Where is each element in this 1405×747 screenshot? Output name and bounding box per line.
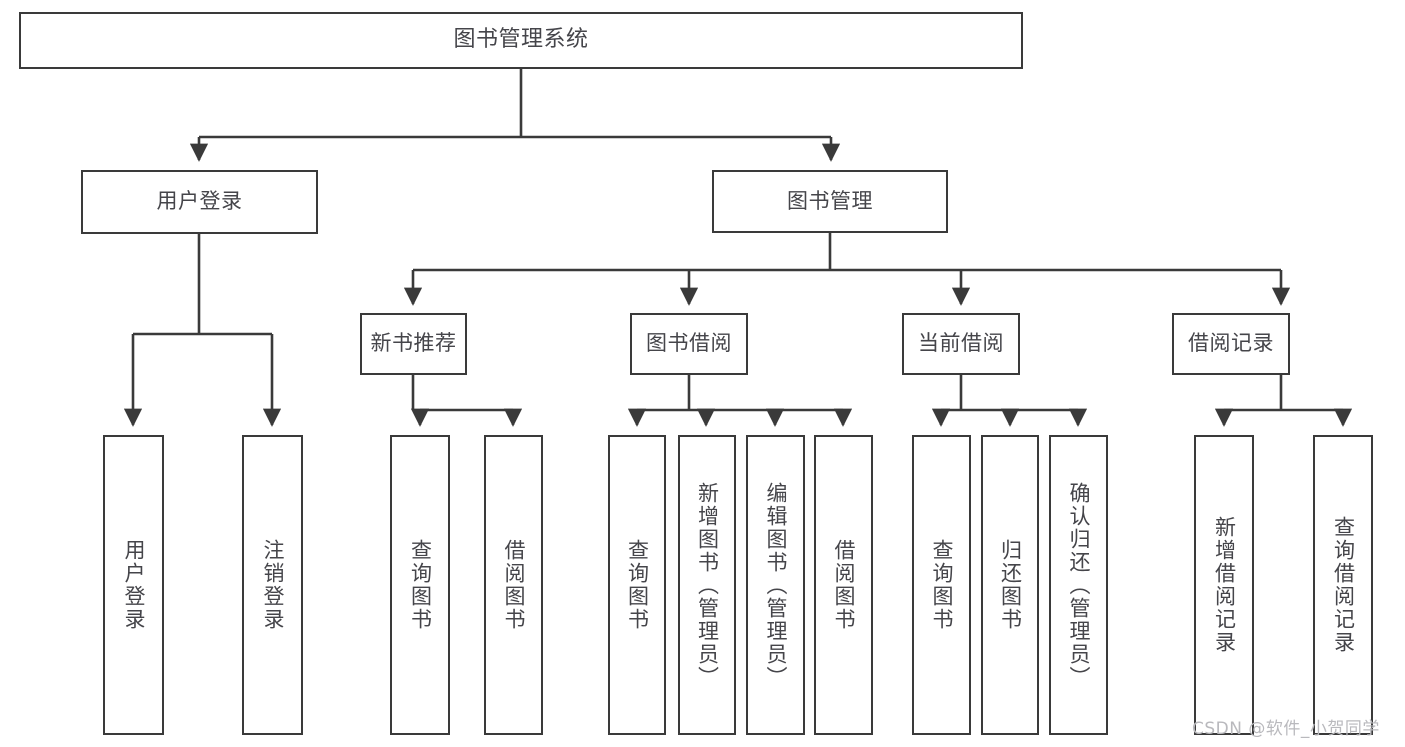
leaf-current-confirm-return[interactable]: 确认归还（管理员） <box>1049 435 1108 735</box>
leaf-borrow-query-book-label: 查询图书 <box>625 539 650 631</box>
node-book-manage[interactable]: 图书管理 <box>712 170 948 233</box>
leaf-borrow-edit-book[interactable]: 编辑图书（管理员） <box>746 435 805 735</box>
leaf-user-login[interactable]: 用户登录 <box>103 435 164 735</box>
csdn-watermark: CSDN @软件_小贺同学 <box>1192 719 1380 739</box>
leaf-current-query-book[interactable]: 查询图书 <box>912 435 971 735</box>
leaf-current-return-book-label: 归还图书 <box>998 539 1023 631</box>
leaf-user-login-label: 用户登录 <box>122 539 146 631</box>
node-user-login-label: 用户登录 <box>156 189 243 214</box>
node-book-manage-label: 图书管理 <box>787 188 873 213</box>
leaf-newbook-borrow-book[interactable]: 借阅图书 <box>484 435 543 735</box>
leaf-borrow-add-book-label: 新增图书（管理员） <box>695 481 720 689</box>
leaf-record-add-label: 新增借阅记录 <box>1212 516 1237 654</box>
leaf-current-return-book[interactable]: 归还图书 <box>981 435 1039 735</box>
node-book-borrow-label: 图书借阅 <box>646 331 732 356</box>
leaf-newbook-query-book[interactable]: 查询图书 <box>390 435 450 735</box>
leaf-newbook-query-book-label: 查询图书 <box>408 539 433 631</box>
leaf-logout-label: 注销登录 <box>261 539 285 631</box>
node-current-borrow-label: 当前借阅 <box>918 331 1004 356</box>
node-new-book-recommend-label: 新书推荐 <box>370 331 457 356</box>
leaf-current-query-book-label: 查询图书 <box>930 539 954 631</box>
node-borrow-record-label: 借阅记录 <box>1188 331 1274 356</box>
node-book-borrow[interactable]: 图书借阅 <box>630 313 748 375</box>
leaf-borrow-borrow-book[interactable]: 借阅图书 <box>814 435 873 735</box>
leaf-borrow-borrow-book-label: 借阅图书 <box>832 539 856 631</box>
node-root[interactable]: 图书管理系统 <box>19 12 1023 69</box>
leaf-record-add[interactable]: 新增借阅记录 <box>1194 435 1254 735</box>
leaf-logout[interactable]: 注销登录 <box>242 435 303 735</box>
leaf-newbook-borrow-book-label: 借阅图书 <box>502 539 526 631</box>
node-current-borrow[interactable]: 当前借阅 <box>902 313 1020 375</box>
node-borrow-record[interactable]: 借阅记录 <box>1172 313 1290 375</box>
leaf-record-query[interactable]: 查询借阅记录 <box>1313 435 1373 735</box>
leaf-borrow-add-book[interactable]: 新增图书（管理员） <box>678 435 736 735</box>
leaf-record-query-label: 查询借阅记录 <box>1331 516 1356 654</box>
node-user-login[interactable]: 用户登录 <box>81 170 318 234</box>
leaf-borrow-edit-book-label: 编辑图书（管理员） <box>764 481 788 689</box>
leaf-current-confirm-return-label: 确认归还（管理员） <box>1067 481 1091 689</box>
leaf-borrow-query-book[interactable]: 查询图书 <box>608 435 666 735</box>
node-root-label: 图书管理系统 <box>453 27 589 53</box>
node-new-book-recommend[interactable]: 新书推荐 <box>360 313 467 375</box>
